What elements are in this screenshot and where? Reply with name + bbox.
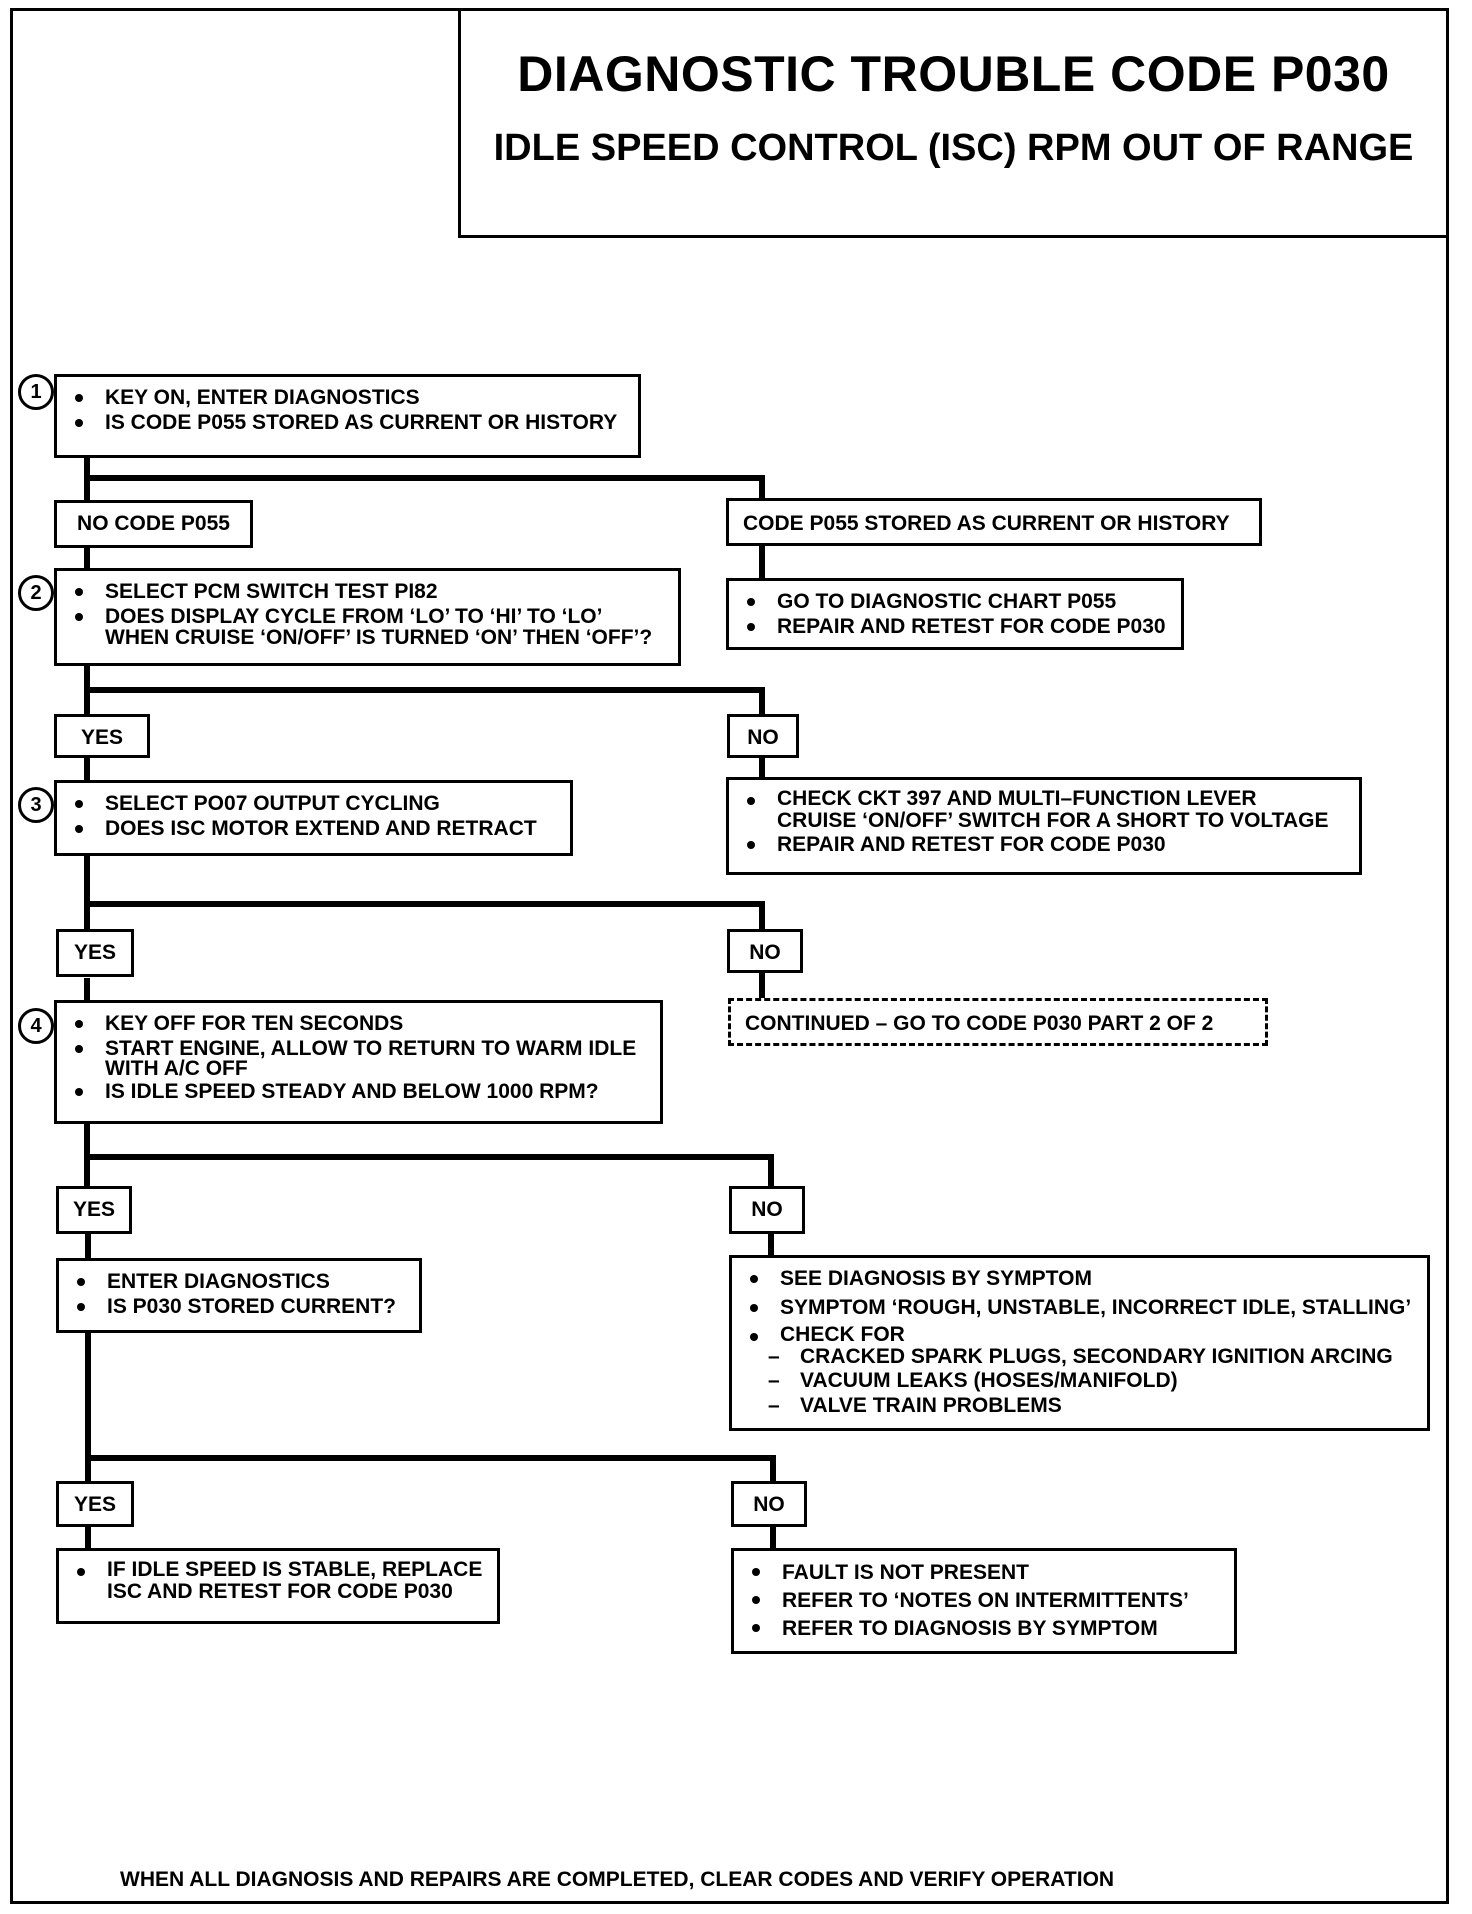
symptom-box: SEE DIAGNOSIS BY SYMPTOM SYMPTOM ‘ROUGH,… [729,1255,1430,1431]
action-p055-item: GO TO DIAGNOSTIC CHART P055 [741,589,1171,614]
action-ckt397-box: CHECK CKT 397 AND MULTI–FUNCTION LEVER C… [726,777,1362,875]
action-p055-box: GO TO DIAGNOSTIC CHART P055 REPAIR AND R… [726,578,1184,650]
symptom-sub-item: CRACKED SPARK PLUGS, SECONDARY IGNITION … [744,1346,1417,1369]
chart-subtitle: IDLE SPEED CONTROL (ISC) RPM OUT OF RANG… [493,127,1414,169]
step-number-2: 2 [18,575,54,611]
replace-isc-box: IF IDLE SPEED IS STABLE, REPLACE ISC AND… [56,1548,500,1624]
continued-label: CONTINUED – GO TO CODE P030 PART 2 OF 2 [745,1012,1214,1035]
step-4-item-continuation: WITH A/C OFF [105,1057,248,1080]
step-4-item: START ENGINE, ALLOW TO RETURN TO WARM ID… [69,1036,650,1061]
action-ckt397-continuation: CRUISE ‘ON/OFF’ SWITCH FOR A SHORT TO VO… [777,809,1329,832]
step-3-item: DOES ISC MOTOR EXTEND AND RETRACT [69,816,560,841]
fault-not-present-item: FAULT IS NOT PRESENT [746,1559,1224,1587]
step-1-item: IS CODE P055 STORED AS CURRENT OR HISTOR… [69,410,628,435]
step-4-box: KEY OFF FOR TEN SECONDS START ENGINE, AL… [54,1000,663,1124]
step-4-item: IS IDLE SPEED STEADY AND BELOW 1000 RPM? [69,1079,650,1104]
branch-yes: YES [56,929,134,977]
action-p055-item: REPAIR AND RETEST FOR CODE P030 [741,614,1171,639]
symptom-item: SEE DIAGNOSIS BY SYMPTOM [744,1266,1417,1291]
branch-yes: YES [54,714,150,758]
step-4-item: KEY OFF FOR TEN SECONDS [69,1011,650,1036]
step-2-item: DOES DISPLAY CYCLE FROM ‘LO’ TO ‘HI’ TO … [69,604,668,629]
fault-not-present-item: REFER TO DIAGNOSIS BY SYMPTOM [746,1615,1224,1643]
step-2-box: SELECT PCM SWITCH TEST PI82 DOES DISPLAY… [54,568,681,666]
branch-code-p055-stored-label: CODE P055 STORED AS CURRENT OR HISTORY [743,512,1230,535]
step-2-item: WHEN CRUISE ‘ON/OFF’ IS TURNED ‘ON’ THEN… [105,626,653,649]
branch-yes: YES [56,1186,132,1234]
branch-code-p055-stored: CODE P055 STORED AS CURRENT OR HISTORY [726,498,1262,546]
step-number-1: 1 [18,374,54,410]
step-number-4: 4 [18,1008,54,1044]
symptom-sub-item: VALVE TRAIN PROBLEMS [744,1393,1417,1418]
fault-not-present-item: REFER TO ‘NOTES ON INTERMITTENTS’ [746,1587,1224,1615]
branch-yes: YES [56,1481,134,1527]
step-3-item: SELECT PO07 OUTPUT CYCLING [69,791,560,816]
step-3-box: SELECT PO07 OUTPUT CYCLING DOES ISC MOTO… [54,780,573,856]
symptom-sub-item: VACUUM LEAKS (HOSES/MANIFOLD) [744,1368,1417,1393]
symptom-item: SYMPTOM ‘ROUGH, UNSTABLE, INCORRECT IDLE… [744,1295,1417,1320]
branch-no: NO [731,1481,807,1527]
enter-diagnostics-box: ENTER DIAGNOSTICS IS P030 STORED CURRENT… [56,1258,422,1333]
fault-not-present-box: FAULT IS NOT PRESENT REFER TO ‘NOTES ON … [731,1548,1237,1654]
branch-no: NO [727,929,803,973]
enter-diagnostics-item: IS P030 STORED CURRENT? [71,1294,409,1319]
step-1-item: KEY ON, ENTER DIAGNOSTICS [69,385,628,410]
title-block: DIAGNOSTIC TROUBLE CODE P030 IDLE SPEED … [458,8,1449,238]
step-number-3: 3 [18,787,54,823]
step-2-item: SELECT PCM SWITCH TEST PI82 [69,579,668,604]
footer-note: WHEN ALL DIAGNOSIS AND REPAIRS ARE COMPL… [120,1868,1115,1891]
symptom-item: CHECK FOR [744,1324,1417,1346]
branch-no-code-p055: NO CODE P055 [54,500,253,548]
enter-diagnostics-item: ENTER DIAGNOSTICS [71,1269,409,1294]
step-1-box: KEY ON, ENTER DIAGNOSTICS IS CODE P055 S… [54,374,641,458]
replace-isc-continuation: ISC AND RETEST FOR CODE P030 [107,1580,453,1603]
branch-no: NO [727,714,799,758]
continued-box: CONTINUED – GO TO CODE P030 PART 2 OF 2 [728,998,1268,1046]
action-ckt397-item: REPAIR AND RETEST FOR CODE P030 [741,832,1349,857]
action-ckt397-item: CHECK CKT 397 AND MULTI–FUNCTION LEVER [741,788,1349,810]
branch-no: NO [729,1186,805,1234]
replace-isc-item: IF IDLE SPEED IS STABLE, REPLACE [71,1559,487,1581]
chart-title: DIAGNOSTIC TROUBLE CODE P030 [517,46,1390,102]
